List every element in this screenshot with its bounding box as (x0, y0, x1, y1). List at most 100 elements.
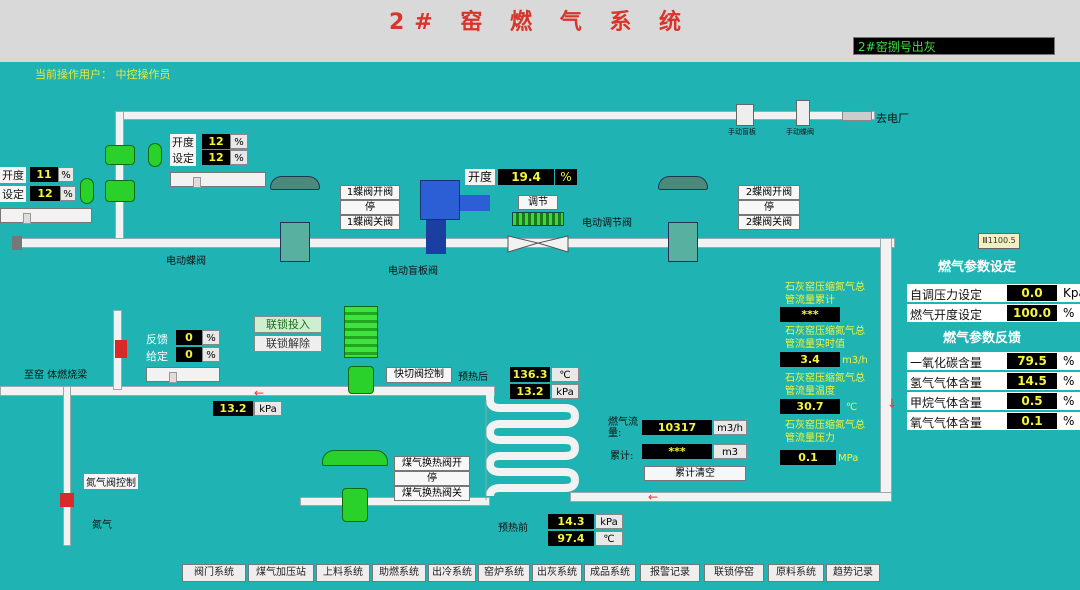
nav-valve-system[interactable]: 阀门系统 (182, 564, 246, 582)
heat-valve-actuator-icon[interactable] (322, 450, 388, 466)
left-set-label: 设定 (0, 186, 26, 202)
blind-valve-motor-icon[interactable] (420, 180, 460, 220)
heat-valve-close-button[interactable]: 煤气换热阀关 (394, 486, 470, 501)
upper-set-slider[interactable] (170, 172, 266, 188)
param-unit: % (1063, 306, 1075, 320)
left-open-label: 开度 (0, 167, 26, 183)
param-key: 一氧化碳含量 (910, 356, 983, 370)
nitrogen-valve-icon[interactable] (60, 493, 74, 507)
valve1-open-button[interactable]: 1蝶阀开阀 (340, 185, 400, 200)
upper-control-actuator-icon[interactable] (148, 143, 162, 167)
valve1-close-button[interactable]: 1蝶阀关阀 (340, 215, 400, 230)
param-value: 14.5 (1007, 373, 1057, 389)
regulate-button[interactable]: 调节 (518, 195, 558, 210)
heat-valve-open-button[interactable]: 煤气换热阀开 (394, 456, 470, 471)
nav-cooling-system[interactable]: 出冷系统 (428, 564, 476, 582)
status-indicator: 2#窑捌号出灰 (853, 37, 1055, 55)
nav-gas-pressure-station[interactable]: 煤气加压站 (248, 564, 314, 582)
param-value[interactable]: 100.0 (1007, 305, 1057, 321)
blind-valve-body-icon[interactable] (426, 220, 446, 254)
upper-control-valve-icon[interactable] (105, 145, 135, 165)
nav-ash-system[interactable]: 出灰系统 (532, 564, 582, 582)
nav-raw-material-system[interactable]: 原料系统 (768, 564, 824, 582)
slider-thumb[interactable] (193, 177, 201, 188)
param-set-row-opening[interactable]: 燃气开度设定 100.0 % (907, 304, 1080, 323)
nav-trend-records[interactable]: 趋势记录 (826, 564, 880, 582)
left-set-value[interactable]: 12 (30, 186, 60, 201)
feedback-unit: % (202, 330, 220, 345)
lime-temp-value: 30.7 (780, 399, 840, 414)
pipe-nitrogen (63, 386, 71, 546)
valve2-open-button[interactable]: 2蝶阀开阀 (738, 185, 800, 200)
blind-valve-arm-icon (460, 195, 490, 211)
pres-after-unit: kPa (551, 384, 579, 399)
nav-combustion-system[interactable]: 助燃系统 (372, 564, 426, 582)
feedback-label: 反馈 (146, 333, 168, 346)
quick-valve-control-button[interactable]: 快切阀控制 (386, 367, 452, 383)
upper-open-value: 12 (202, 134, 230, 149)
nav-product-system[interactable]: 成品系统 (584, 564, 636, 582)
lime-total-value: *** (780, 307, 840, 322)
temp-after-unit: ℃ (551, 367, 579, 382)
page-title: 2# 窑 燃 气 系 统 (388, 10, 692, 35)
temp-after-value: 136.3 (510, 367, 550, 382)
valve2-stop-button[interactable]: 停 (738, 200, 800, 215)
upper-set-value[interactable]: 12 (202, 150, 230, 165)
butterfly-valve-1-body[interactable] (280, 222, 310, 262)
heat-valve-body-icon[interactable] (342, 488, 368, 522)
butterfly-valve-2-icon[interactable] (658, 176, 708, 190)
param-value: 0.1 (1007, 413, 1057, 429)
operator-label: 当前操作用户： (35, 68, 112, 81)
blind-valve-label: 电动盲板阀 (388, 266, 438, 277)
valve2-close-button[interactable]: 2蝶阀关阀 (738, 215, 800, 230)
nitrogen-control-label[interactable]: 氮气阀控制 (84, 474, 138, 489)
param-key: 氧气气体含量 (910, 416, 983, 430)
pre-heat-before-label: 预热前 (498, 523, 528, 534)
temp-before-value: 97.4 (548, 531, 594, 546)
red-valve-icon[interactable] (115, 340, 127, 358)
lime-rt-value: 3.4 (780, 352, 840, 367)
nav-interlock-stop[interactable]: 联锁停窑 (704, 564, 764, 582)
param-set-row-pressure[interactable]: 自调压力设定 0.0 Kpa (907, 284, 1080, 303)
param-unit: % (1063, 354, 1075, 368)
quick-shutoff-actuator-icon[interactable] (344, 306, 378, 358)
flow-arrow-right: → (885, 397, 900, 409)
nav-alarm-records[interactable]: 报警记录 (640, 564, 700, 582)
gas-total-unit: m3 (713, 444, 747, 459)
hand-blind-valve-label: 手动盲板 (728, 128, 756, 136)
param-fb-row-h2: 氢气气体含量 14.5 % (907, 372, 1080, 391)
clear-total-button[interactable]: 累计清空 (644, 466, 746, 481)
given-slider[interactable] (146, 367, 220, 383)
param-key: 氢气气体含量 (910, 376, 983, 390)
operator-info: 当前操作用户： 中控操作员 (35, 66, 171, 82)
valve1-stop-button[interactable]: 停 (340, 200, 400, 215)
left-control-valve-icon[interactable] (105, 180, 135, 202)
slider-thumb[interactable] (23, 213, 31, 224)
hand-blind-valve-icon[interactable] (736, 104, 754, 126)
quick-shutoff-valve-icon[interactable] (348, 366, 374, 394)
device-tag: Ⅲ1100.5 (978, 233, 1020, 249)
bottom-nav: 阀门系统 煤气加压站 上料系统 助燃系统 出冷系统 窑炉系统 出灰系统 成品系统… (182, 564, 882, 584)
interlock-on-button[interactable]: 联锁投入 (254, 316, 322, 333)
given-value[interactable]: 0 (176, 347, 202, 362)
left-control-actuator-icon[interactable] (80, 178, 94, 204)
param-value: 0.5 (1007, 393, 1057, 409)
param-value[interactable]: 0.0 (1007, 285, 1057, 301)
opening-value: 19.4 (498, 169, 554, 185)
lime-temp-unit: ℃ (846, 402, 858, 413)
pres-before-unit: kPa (595, 514, 623, 529)
nav-kiln-system[interactable]: 窑炉系统 (478, 564, 530, 582)
hand-butterfly-valve-icon[interactable] (796, 100, 810, 126)
slider-thumb[interactable] (169, 372, 177, 383)
lime-pres-unit: MPa (838, 453, 859, 464)
lime-rt-unit: m3/h (842, 355, 868, 366)
regulating-valve-actuator-icon[interactable] (512, 212, 564, 226)
left-set-slider[interactable] (0, 208, 92, 224)
upper-set-label: 设定 (170, 150, 196, 166)
nav-feeding-system[interactable]: 上料系统 (316, 564, 370, 582)
interlock-off-button[interactable]: 联锁解除 (254, 335, 322, 352)
butterfly-valve-2-body[interactable] (668, 222, 698, 262)
heat-valve-stop-button[interactable]: 停 (394, 471, 470, 486)
param-fb-row-ch4: 甲烷气体含量 0.5 % (907, 392, 1080, 411)
